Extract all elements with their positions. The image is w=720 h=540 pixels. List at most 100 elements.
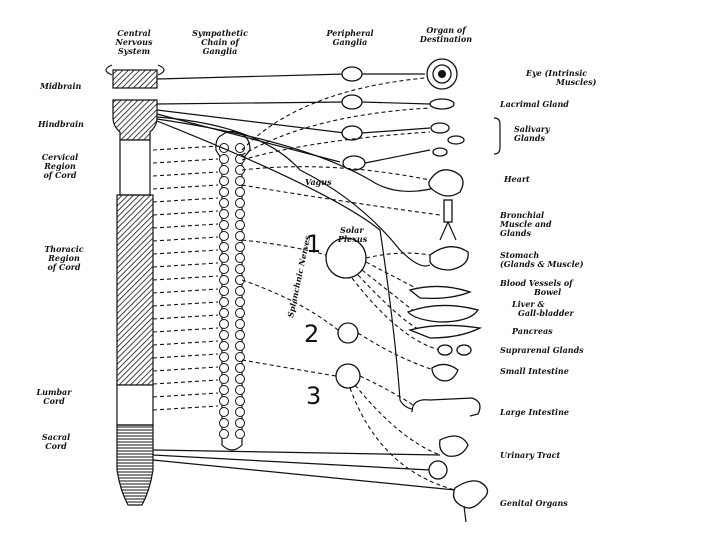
- chain-to-solar-1: [241, 239, 327, 256]
- chain-ganglion: [235, 385, 245, 395]
- label-salivary-2: Glands: [514, 133, 545, 143]
- chain-ganglion: [219, 352, 229, 362]
- preganglionic-fibre: [152, 288, 219, 294]
- stomach-drawing: [429, 246, 469, 271]
- preganglionic-fibres: [152, 145, 219, 411]
- preganglionic-fibre: [152, 210, 219, 216]
- chain-ganglion: [235, 330, 245, 340]
- chain-ganglion: [219, 264, 229, 274]
- plexus-number-3: 3: [306, 382, 321, 410]
- chain-ganglion: [219, 407, 229, 417]
- label-cervical-3: of Cord: [43, 170, 76, 180]
- chain-ganglion: [235, 143, 245, 153]
- preganglionic-fibre: [152, 353, 219, 359]
- chain-to-bronchi: [241, 184, 441, 216]
- organ-drawings: [406, 58, 489, 523]
- label-salivary-1: Salivary: [514, 124, 551, 134]
- label-small-intestine: Small Intestine: [500, 366, 569, 376]
- chain-ganglion: [235, 429, 245, 439]
- sacral-outflow: [152, 449, 456, 491]
- preganglionic-fibre: [152, 171, 219, 177]
- label-lumbar-2: Cord: [43, 396, 65, 406]
- chain-ganglion: [235, 352, 245, 362]
- chain-ganglion: [235, 198, 245, 208]
- label-heart: Heart: [503, 174, 530, 184]
- chain-ganglion: [219, 374, 229, 384]
- chain-ganglion: [219, 198, 229, 208]
- chain-ganglion: [235, 275, 245, 285]
- chain-ganglion: [219, 231, 229, 241]
- chain-ganglion: [219, 330, 229, 340]
- chain-ganglion: [235, 297, 245, 307]
- label-eye-1: Eye (Intrinsic: [525, 68, 587, 78]
- chain-ganglion: [219, 297, 229, 307]
- chain-ganglion: [235, 187, 245, 197]
- label-solar-2: Plexus: [337, 234, 368, 244]
- vagus-to-heart-stomach: [156, 116, 431, 267]
- sacral-fibre-2: [152, 454, 431, 471]
- chain-ganglion: [235, 363, 245, 373]
- genital-duct: [463, 505, 467, 523]
- label-liver-1: Liver &: [511, 299, 545, 309]
- lumbar-cord-segment: [116, 384, 154, 426]
- suprarenal-drawing: [437, 344, 472, 356]
- chain-ganglion: [235, 407, 245, 417]
- submaxillary-ganglion: [342, 155, 366, 171]
- label-genital: Genital Organs: [500, 498, 568, 508]
- header-chain-line1: Sympathetic: [192, 28, 248, 38]
- facial-fibre-1: [156, 101, 346, 105]
- chain-ganglion: [235, 341, 245, 351]
- solar-to-liver: [361, 269, 416, 313]
- chain-to-inferior: [241, 359, 337, 377]
- solar-to-stomach: [365, 252, 431, 259]
- sacral-fibre-3: [152, 459, 456, 491]
- sacral-fibre-1: [152, 449, 441, 456]
- bladder-drawing: [428, 460, 448, 480]
- organ-labels: Eye (Intrinsic Muscles) Lacrimal Gland S…: [499, 68, 597, 508]
- chain-ganglion: [235, 319, 245, 329]
- chain-ganglion: [219, 187, 229, 197]
- inferior-to-large-intestine: [359, 375, 421, 411]
- preganglionic-fibre: [152, 405, 219, 411]
- chain-ganglion: [219, 396, 229, 406]
- header-peripheral-line1: Peripheral: [325, 28, 373, 38]
- label-thoracic-1: Thoracic: [44, 244, 83, 254]
- chain-ganglion: [219, 253, 229, 263]
- chain-ganglion: [219, 176, 229, 186]
- preganglionic-fibre: [152, 392, 219, 398]
- label-thoracic-3: of Cord: [47, 262, 80, 272]
- solar-to-pancreas: [357, 274, 421, 331]
- label-liver-2: Gall-bladder: [518, 308, 575, 318]
- sacral-cord-segment: [116, 424, 154, 506]
- chain-ganglion: [219, 209, 229, 219]
- thoracic-cord-segment: [116, 194, 154, 386]
- chain-ganglion: [219, 363, 229, 373]
- chain-ganglion: [235, 242, 245, 252]
- chain-ganglion: [219, 308, 229, 318]
- urinary-drawing: [439, 435, 469, 457]
- sphenopalatine-ganglion: [341, 94, 363, 110]
- heart-drawing: [428, 169, 464, 197]
- column-header-peripheral: Peripheral Ganglia: [325, 28, 373, 47]
- preganglionic-fibre: [152, 262, 219, 268]
- label-large-intestine: Large Intestine: [499, 407, 569, 417]
- mesenteric-to-small-intestine: [357, 332, 441, 373]
- preganglionic-fibre: [152, 379, 219, 385]
- large-intestine-drawing: [411, 397, 481, 417]
- header-central-line1: Central: [117, 28, 150, 38]
- label-bronchial-1: Bronchial: [499, 210, 544, 220]
- label-eye-2: Muscles): [555, 77, 597, 87]
- chain-ganglion: [235, 308, 245, 318]
- preganglionic-fibre: [152, 340, 219, 346]
- chain-ganglion: [235, 286, 245, 296]
- chain-to-lacrimal: [241, 107, 431, 156]
- label-bronchial-2: Muscle and: [499, 219, 552, 229]
- chain-ganglion: [219, 242, 229, 252]
- salivary-drawing: [430, 122, 465, 157]
- label-cervical-1: Cervical: [42, 152, 78, 162]
- preganglionic-fibre: [152, 314, 219, 320]
- inferior-to-urinary: [354, 384, 441, 456]
- chain-ganglion: [219, 418, 229, 428]
- oculomotor-fibre: [156, 73, 346, 80]
- otic-to-salivary: [361, 127, 431, 134]
